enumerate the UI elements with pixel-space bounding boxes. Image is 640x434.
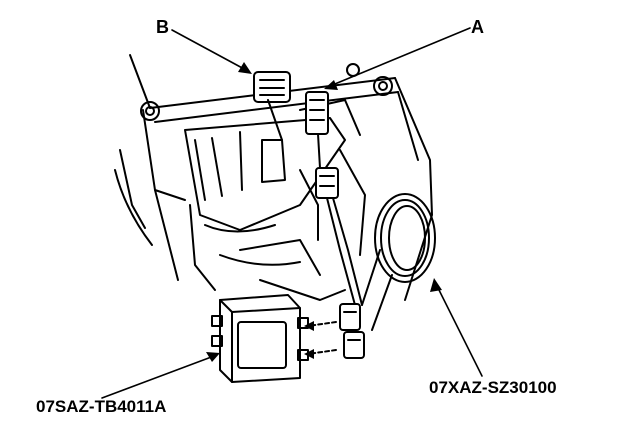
- vehicle-frame: [114, 54, 433, 301]
- leader-lines: [101, 27, 483, 399]
- connector-b: [253, 71, 291, 141]
- tool-label-harness: 07XAZ-SZ30100: [429, 378, 557, 397]
- insertion-arrowheads: [304, 321, 314, 359]
- coiled-cable: [361, 193, 436, 331]
- leader-arrowheads: [206, 62, 442, 362]
- connector-a: [305, 91, 329, 169]
- adapter-connectors: [315, 167, 363, 306]
- tool-plugs: [339, 303, 365, 359]
- callout-label-b: B: [156, 17, 169, 37]
- callout-label-a: A: [471, 17, 484, 37]
- tool-label-test-box: 07SAZ-TB4011A: [36, 397, 167, 416]
- test-box: [211, 294, 309, 383]
